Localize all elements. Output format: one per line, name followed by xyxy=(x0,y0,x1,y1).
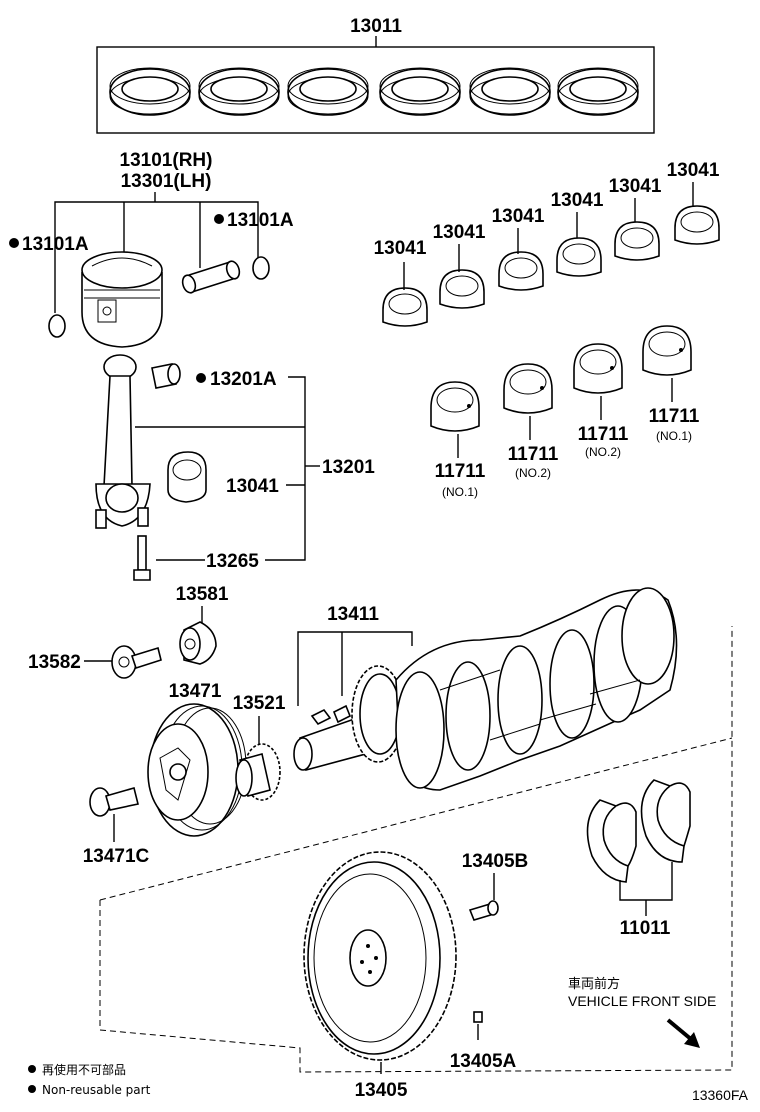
non-reusable-dot xyxy=(214,214,224,224)
legend: 再使用不可部品 Non-reusable part xyxy=(28,1062,151,1097)
label-13301-lh: 13301(LH) xyxy=(121,171,212,192)
flywheel-group: 13405B 13405A 13405 xyxy=(99,626,733,1101)
label-13041-a: 13041 xyxy=(374,238,427,259)
connecting-rod xyxy=(95,354,151,529)
label-11711-a-note: (NO.1) xyxy=(442,485,478,499)
label-13411: 13411 xyxy=(327,604,379,625)
legend-dot-icon xyxy=(28,1085,36,1093)
piston-ring-stacks xyxy=(109,67,639,116)
rod-bolt xyxy=(133,535,151,581)
crankshaft-group: 13411 xyxy=(293,587,678,791)
connecting-rod-group: 13201A 13201 13041 13265 xyxy=(95,354,375,581)
label-13041-c: 13041 xyxy=(492,206,545,227)
piston-ring-set-group: 13011 xyxy=(96,16,655,134)
label-13041-b: 13041 xyxy=(433,222,486,243)
label-13041-e: 13041 xyxy=(609,176,662,197)
label-13041-f: 13041 xyxy=(667,160,720,181)
front-arrow-icon xyxy=(666,1018,700,1048)
label-13405a: 13405A xyxy=(450,1051,517,1072)
label-11711-d: 11711 xyxy=(649,406,700,427)
flywheel-bolt xyxy=(468,900,499,921)
label-11711-c: 11711 xyxy=(578,424,629,445)
thrust-washer-left xyxy=(586,799,637,883)
thrust-washer-group: 11011 xyxy=(586,779,691,939)
label-13041-d: 13041 xyxy=(551,190,604,211)
label-13405: 13405 xyxy=(355,1080,408,1101)
legend-en: Non-reusable part xyxy=(42,1083,151,1097)
piston-group: 13101(RH) 13301(LH) 13101A 13101A xyxy=(9,150,294,348)
direction-indicator: 車両前方 VEHICLE FRONT SIDE xyxy=(568,976,716,1048)
knock-pin xyxy=(473,1011,483,1023)
label-13521: 13521 xyxy=(233,693,286,714)
crank-washer xyxy=(179,621,217,665)
piston xyxy=(81,251,163,348)
flywheel xyxy=(303,851,457,1061)
crank-pulley xyxy=(147,703,247,837)
label-11011: 11011 xyxy=(620,918,671,939)
crankshaft-keys xyxy=(310,704,352,726)
non-reusable-dot xyxy=(196,373,206,383)
washer-and-bolt-group: 13581 13582 xyxy=(28,584,229,679)
label-13201a: 13201A xyxy=(210,369,277,390)
label-13582: 13582 xyxy=(28,652,81,673)
direction-en: VEHICLE FRONT SIDE xyxy=(568,993,716,1009)
label-11711-b: 11711 xyxy=(508,444,559,465)
flywheel-dashed-frame xyxy=(99,626,733,1073)
label-13581: 13581 xyxy=(176,584,229,605)
label-11711-d-note: (NO.1) xyxy=(656,429,692,443)
label-13101a-right: 13101A xyxy=(227,210,294,231)
crank-bolt xyxy=(111,645,162,679)
rod-bearing xyxy=(167,451,207,503)
label-13011: 13011 xyxy=(350,16,402,37)
label-11711-b-note: (NO.2) xyxy=(515,466,551,480)
rod-bearing-cascade: 13041 13041 13041 13041 13041 13041 xyxy=(374,160,720,327)
pulley-bolt xyxy=(89,787,139,817)
label-13405b: 13405B xyxy=(462,851,529,872)
figure-code: 13360FA xyxy=(692,1087,749,1103)
label-13101a-left: 13101A xyxy=(22,234,89,255)
piston-pin xyxy=(181,260,241,294)
label-13101-rh: 13101(RH) xyxy=(120,150,213,171)
thrust-washer-right xyxy=(640,779,691,863)
crankshaft xyxy=(293,587,678,791)
direction-jp: 車両前方 xyxy=(568,976,620,992)
pulley-group: 13471 13521 13471C xyxy=(83,681,286,867)
label-13471: 13471 xyxy=(169,681,222,702)
label-11711-a: 11711 xyxy=(435,461,486,482)
label-13201: 13201 xyxy=(322,457,375,478)
main-bearing-group: 11711 (NO.1) 11711 (NO.2) 11711 (NO.2) 1… xyxy=(430,325,700,499)
snap-ring-left xyxy=(48,314,66,338)
legend-dot-icon xyxy=(28,1065,36,1073)
snap-ring-right xyxy=(252,256,270,280)
timing-gear xyxy=(235,743,281,801)
non-reusable-dot xyxy=(9,238,19,248)
label-13265: 13265 xyxy=(206,551,259,572)
legend-jp: 再使用不可部品 xyxy=(42,1062,126,1077)
label-13471c: 13471C xyxy=(83,846,150,867)
label-13041-rod: 13041 xyxy=(226,476,279,497)
label-11711-c-note: (NO.2) xyxy=(585,445,621,459)
rod-bushing xyxy=(151,363,181,389)
